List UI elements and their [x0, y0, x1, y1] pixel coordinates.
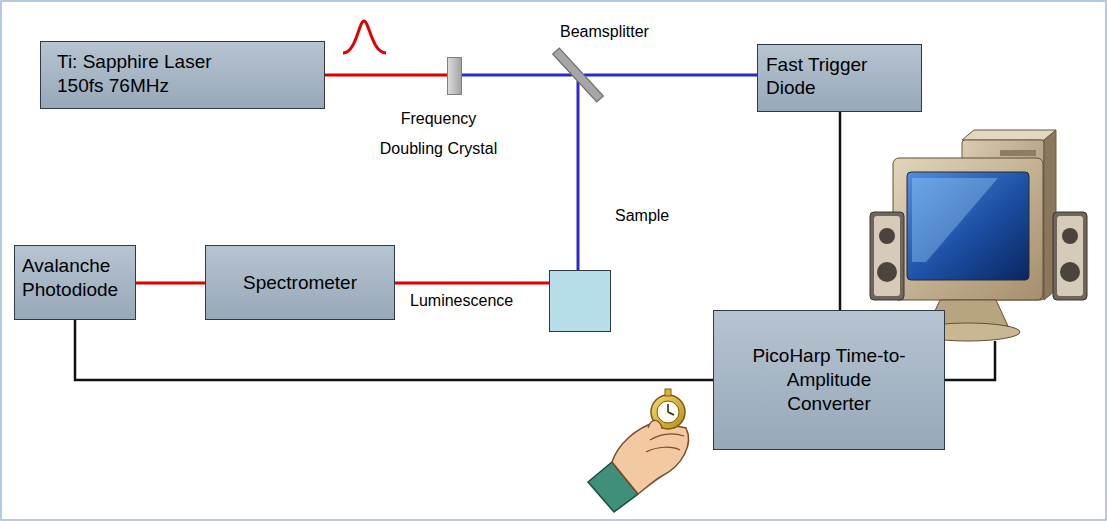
process-box: Spectrometer	[205, 245, 395, 320]
stopwatch-hands	[668, 404, 674, 415]
box-label: Ti: Sapphire Laser 150fs 76MHz	[57, 50, 247, 98]
sample-cuvette: Sample	[549, 270, 611, 332]
beam-path	[75, 320, 713, 380]
hand	[612, 422, 689, 494]
speaker-cone	[877, 262, 897, 282]
speaker-cone	[1062, 228, 1078, 244]
beam-path	[462, 74, 572, 77]
pulse-symbol	[343, 21, 386, 53]
beam-path	[577, 81, 580, 270]
stopwatch-face	[657, 401, 679, 423]
box-label: Spectrometer	[243, 271, 357, 295]
beam-label: Luminescence	[408, 291, 515, 310]
beamsplitter: Beamsplitter	[572, 69, 584, 81]
process-box: PicoHarp Time-to-Amplitude Converter	[713, 310, 945, 450]
beamsplitter-plate	[553, 48, 604, 102]
beam-path	[395, 282, 549, 285]
beam-path	[839, 112, 842, 311]
box-label: Fast Trigger Diode	[766, 53, 906, 101]
speaker-cone	[879, 228, 895, 244]
screen-glare	[912, 178, 998, 262]
box-label: Avalanche Photodiode	[22, 254, 128, 302]
crystal-plate: Frequency Doubling Crystal	[447, 57, 462, 95]
drive-slot	[1000, 150, 1036, 156]
part-label: Beamsplitter	[560, 22, 649, 41]
detector-box: Fast Trigger Diode	[757, 44, 922, 112]
detector-box: Avalanche Photodiode	[14, 245, 136, 320]
monitor	[893, 158, 1043, 300]
part-label: Sample	[615, 206, 669, 225]
speaker	[870, 212, 904, 300]
thumb	[648, 420, 662, 428]
speaker-cone	[1060, 262, 1080, 282]
beam-path	[325, 74, 447, 77]
speaker	[1053, 212, 1087, 300]
laser-box: Ti: Sapphire Laser 150fs 76MHz	[40, 41, 325, 109]
beam-path	[584, 74, 757, 77]
signal-wire	[945, 341, 995, 380]
speaker	[874, 216, 900, 296]
speaker	[1057, 216, 1083, 296]
part-label: Frequency Doubling Crystal	[371, 104, 506, 164]
box-label: PicoHarp Time-to-Amplitude Converter	[747, 344, 912, 415]
beamsplitter-plate	[542, 39, 614, 111]
stopwatch-hand	[588, 389, 689, 512]
fingers	[646, 434, 684, 452]
stopwatch-crown	[665, 389, 671, 396]
computer-tower	[962, 130, 1056, 140]
beam-path	[136, 282, 205, 285]
monitor-screen	[907, 172, 1029, 280]
